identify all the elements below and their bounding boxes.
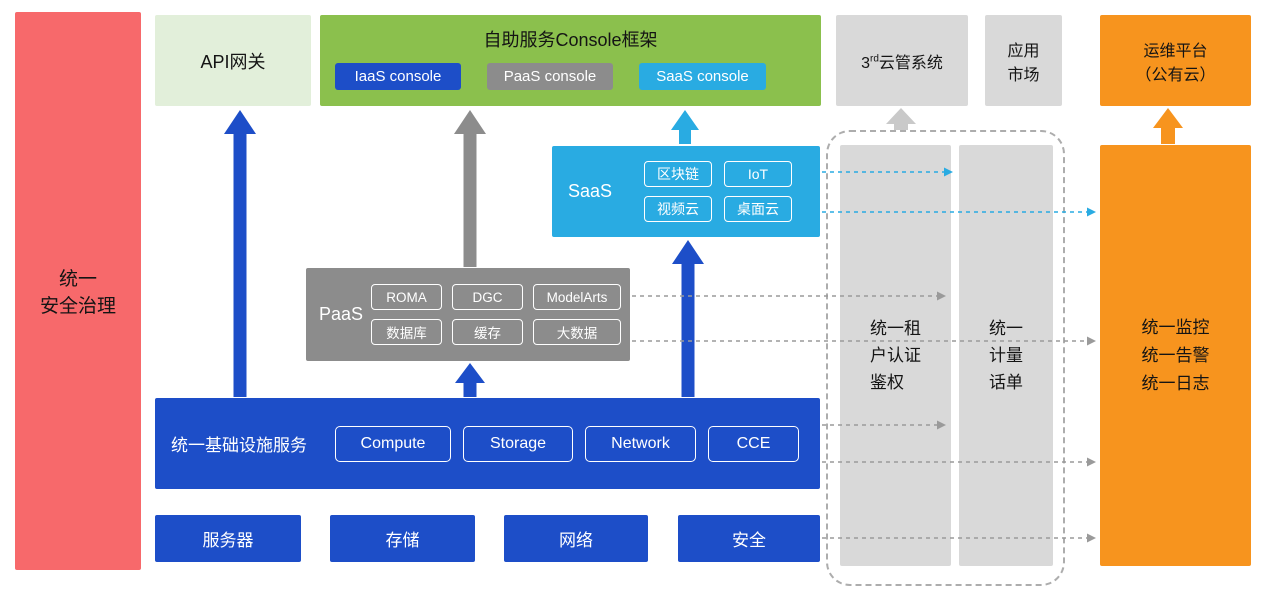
monitoring-line1: 统一监控 [1141, 317, 1210, 337]
app-marketplace-label: 应用 市场 [1007, 37, 1039, 85]
monitoring-label: 统一监控 统一告警 统一日志 [1142, 314, 1210, 398]
saas-item-desktop-cloud: 桌面云 [724, 196, 792, 222]
security-governance-line2: 安全治理 [39, 296, 116, 317]
metering-bar: 统一 计量 话单 [959, 145, 1053, 566]
om-platform-line2: （公有云） [1135, 66, 1216, 84]
paas-item-database: 数据库 [371, 319, 442, 345]
cmp-text: 云管系统 [878, 54, 943, 72]
api-gateway-label: API网关 [200, 51, 266, 72]
hardware-server-label: 服务器 [202, 531, 254, 550]
paas-item-roma: ROMA [371, 284, 442, 310]
paas-item-dgc: DGC [452, 284, 523, 310]
monitoring-line3: 统一日志 [1141, 373, 1210, 393]
iaas-item-cce: CCE [708, 425, 799, 462]
saas-label: SaaS [568, 181, 613, 201]
hardware-network-box: 网络 [504, 515, 648, 562]
shared-services-dashed-container [826, 130, 1065, 586]
saas-item-grid: 区块链 IoT 视频云 桌面云 [644, 161, 792, 222]
security-governance-label: 统一 安全治理 [40, 264, 116, 318]
metering-line1: 统一 [989, 319, 1023, 338]
iaas-console-chip: IaaS console [335, 63, 461, 90]
iaas-to-saas-arrow [672, 240, 704, 397]
cmp-prefix: 3 [861, 54, 870, 72]
third-party-cmp-label: 3rd云管系统 [861, 49, 943, 73]
tenant-auth-label: 统一租 户认证 鉴权 [870, 315, 921, 396]
to-cmp-arrow [886, 108, 916, 130]
iaas-item-compute: Compute [335, 425, 451, 462]
metering-line3: 话单 [989, 373, 1023, 392]
saas-item-blockchain: 区块链 [644, 161, 712, 187]
paas-panel: PaaS ROMA DGC ModelArts 数据库 缓存 大数据 [306, 268, 630, 361]
tenant-auth-line2: 户认证 [870, 346, 921, 365]
tenant-auth-line3: 鉴权 [870, 373, 904, 392]
hardware-storage-label: 存储 [385, 531, 420, 550]
saas-to-console-arrow [671, 110, 699, 144]
security-governance-bar: 统一 安全治理 [15, 12, 141, 570]
saas-item-iot: IoT [724, 161, 792, 187]
saas-item-video-cloud: 视频云 [644, 196, 712, 222]
iaas-panel: 统一基础设施服务 Compute Storage Network CCE [155, 398, 820, 489]
iaas-label: 统一基础设施服务 [171, 436, 307, 455]
iaas-to-api-gateway-arrow [224, 110, 256, 397]
app-marketplace-line2: 市场 [1007, 66, 1040, 84]
om-platform-box: 运维平台 （公有云） [1100, 15, 1251, 106]
app-marketplace-line1: 应用 [1007, 42, 1040, 60]
to-om-platform-arrow [1153, 108, 1183, 144]
iaas-item-storage: Storage [463, 425, 573, 462]
app-marketplace-box: 应用 市场 [985, 15, 1062, 106]
monitoring-bar: 统一监控 统一告警 统一日志 [1100, 145, 1251, 566]
tenant-auth-line1: 统一租 [870, 319, 921, 338]
hardware-security-label: 安全 [732, 531, 766, 550]
paas-label: PaaS [319, 304, 364, 324]
paas-console-chip: PaaS console [487, 63, 613, 90]
api-gateway-box: API网关 [155, 15, 311, 106]
metering-label: 统一 计量 话单 [989, 315, 1023, 396]
iaas-item-network: Network [585, 425, 696, 462]
paas-item-bigdata: 大数据 [533, 319, 621, 345]
tenant-auth-bar: 统一租 户认证 鉴权 [840, 145, 951, 566]
paas-item-modelarts: ModelArts [533, 284, 621, 310]
metering-line2: 计量 [989, 346, 1023, 365]
iaas-item-row: Compute Storage Network CCE [335, 425, 799, 462]
paas-to-console-arrow [454, 110, 486, 267]
hardware-server-box: 服务器 [155, 515, 301, 562]
cmp-superscript: rd [869, 53, 879, 65]
console-chip-row: IaaS console PaaS console SaaS console [320, 63, 821, 90]
hardware-security-box: 安全 [678, 515, 820, 562]
saas-console-chip: SaaS console [639, 63, 766, 90]
paas-item-cache: 缓存 [452, 319, 523, 345]
om-platform-label: 运维平台 （公有云） [1135, 37, 1215, 85]
monitoring-line2: 统一告警 [1141, 345, 1210, 365]
console-framework-panel: 自助服务Console框架 IaaS console PaaS console … [320, 15, 821, 106]
third-party-cmp-box: 3rd云管系统 [836, 15, 968, 106]
hardware-storage-box: 存储 [330, 515, 475, 562]
saas-panel: SaaS 区块链 IoT 视频云 桌面云 [552, 146, 820, 237]
iaas-to-paas-arrow [455, 363, 485, 397]
security-governance-line1: 统一 [58, 269, 97, 290]
hardware-network-label: 网络 [559, 531, 593, 550]
paas-item-grid: ROMA DGC ModelArts 数据库 缓存 大数据 [371, 284, 621, 345]
om-platform-line1: 运维平台 [1143, 42, 1208, 60]
console-framework-title: 自助服务Console框架 [483, 30, 658, 50]
